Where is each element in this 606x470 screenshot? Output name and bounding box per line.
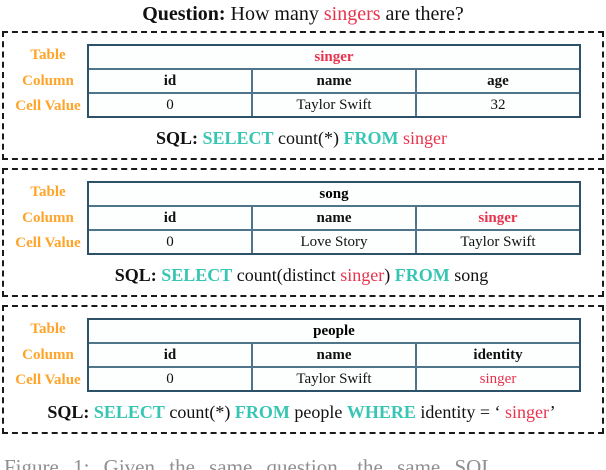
column-header-row: id name identity [89, 342, 579, 366]
row-label-table: Table [30, 321, 66, 337]
cell-value-row: 0 Taylor Swift 32 [89, 92, 579, 116]
sql-expression: count(*) [278, 128, 340, 148]
question-text-before: How many [230, 3, 319, 25]
question-text-after: are there? [385, 3, 464, 25]
column-header-cell: identity [415, 344, 579, 366]
figure-caption: Figure 1: Given the same question, the s… [4, 455, 495, 470]
sql-keyword-from: FROM [234, 402, 290, 422]
sql-keyword-select: SELECT [161, 265, 233, 285]
value-cell-highlight: singer [415, 368, 579, 390]
sql-condition: identity = ‘ [420, 402, 501, 422]
table-name-row: song [89, 183, 579, 205]
value-cell: 0 [166, 234, 174, 250]
sql-value-ref: singer [505, 402, 550, 422]
sql-close-paren: ) [384, 265, 391, 285]
sql-query-song: SQL: SELECT count(distinct singer) FROM … [9, 265, 594, 286]
sql-keyword-from: FROM [394, 265, 450, 285]
row-labels: Table Column Cell Value [9, 44, 87, 118]
row-label-cell-value: Cell Value [15, 235, 81, 251]
table-name-row: singer [89, 46, 579, 68]
table-name-row: people [89, 320, 579, 342]
question-highlight: singers [323, 3, 381, 25]
value-cell: 0 [166, 97, 174, 113]
db-table-singer: singer id name age 0 Taylor Swift 32 [87, 44, 581, 118]
row-label-cell-value: Cell Value [15, 98, 81, 114]
row-label-cell-value: Cell Value [15, 372, 81, 388]
sql-label: SQL: [47, 402, 90, 422]
column-header-cell: id [163, 210, 177, 226]
column-header-cell: age [415, 70, 579, 92]
row-label-column: Column [22, 209, 74, 226]
sql-query-people: SQL: SELECT count(*) FROM people WHERE i… [9, 402, 594, 423]
sql-label: SQL: [155, 128, 198, 148]
value-cell: Taylor Swift [251, 368, 415, 390]
column-header-row: id name age [89, 68, 579, 92]
cell-value-row: 0 Love Story Taylor Swift [89, 229, 579, 253]
sql-expression: count(*) [169, 402, 231, 422]
panel-row: Table Column Cell Value singer id name a… [9, 44, 594, 118]
sql-expression: count(distinct [236, 265, 336, 285]
row-label-table: Table [30, 47, 66, 63]
sql-table-ref: people [294, 402, 343, 422]
question-label: Question: [142, 3, 226, 25]
sql-column-ref: singer [340, 265, 385, 285]
column-header-cell: name [251, 207, 415, 229]
sql-keyword-select: SELECT [202, 128, 274, 148]
row-label-table: Table [30, 184, 66, 200]
question-line: Question: How many singers are there? [0, 0, 606, 31]
value-cell: 0 [166, 371, 174, 387]
sql-keyword-from: FROM [343, 128, 399, 148]
sql-query-singer: SQL: SELECT count(*) FROM singer [9, 128, 594, 149]
sql-label: SQL: [114, 265, 157, 285]
db-table-song: song id name singer 0 Love Story Taylor … [87, 181, 581, 255]
value-cell: Love Story [251, 231, 415, 253]
schema-panel-people: Table Column Cell Value people id name i… [2, 305, 604, 434]
value-cell: Taylor Swift [415, 231, 579, 253]
panel-row: Table Column Cell Value people id name i… [9, 318, 594, 392]
column-header-cell: name [251, 344, 415, 366]
sql-keyword-where: WHERE [346, 402, 416, 422]
sql-table-ref: singer [403, 128, 448, 148]
sql-close-quote: ’ [549, 402, 556, 422]
row-label-column: Column [22, 72, 74, 89]
sql-table-ref: song [454, 265, 489, 285]
column-header-row: id name singer [89, 205, 579, 229]
db-table-people: people id name identity 0 Taylor Swift s… [87, 318, 581, 392]
value-cell: Taylor Swift [251, 94, 415, 116]
table-name: singer [314, 48, 354, 65]
table-name: song [319, 185, 349, 202]
column-header-cell: id [163, 73, 177, 89]
panel-row: Table Column Cell Value song id name sin… [9, 181, 594, 255]
column-header-cell-highlight: singer [415, 207, 579, 229]
schema-panel-singer: Table Column Cell Value singer id name a… [2, 31, 604, 160]
row-labels: Table Column Cell Value [9, 318, 87, 392]
row-labels: Table Column Cell Value [9, 181, 87, 255]
table-name: people [313, 322, 355, 339]
column-header-cell: id [163, 347, 177, 363]
cell-value-row: 0 Taylor Swift singer [89, 366, 579, 390]
schema-panel-song: Table Column Cell Value song id name sin… [2, 168, 604, 297]
value-cell: 32 [415, 94, 579, 116]
sql-keyword-select: SELECT [93, 402, 165, 422]
row-label-column: Column [22, 346, 74, 363]
column-header-cell: name [251, 70, 415, 92]
